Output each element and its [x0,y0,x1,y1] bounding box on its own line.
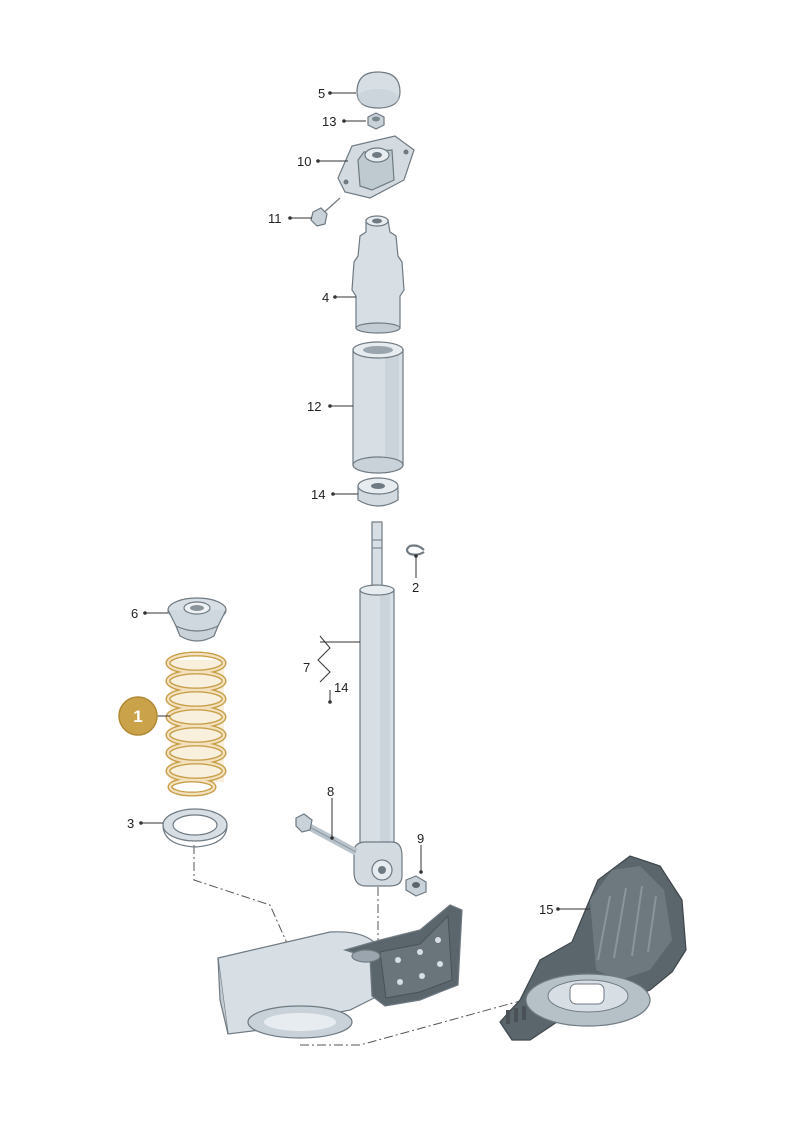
part-4-bump-stop [351,215,405,334]
callout-9: 9 [417,831,424,846]
part-14-spacer-ring [357,477,399,507]
part-11-bolt [310,197,341,227]
part-1-coil-spring [165,651,227,797]
part-10-strut-mount [337,135,415,199]
part-3-lower-spring-seat [162,808,228,848]
part-6-spring-seat [167,597,227,642]
callout-10: 10 [297,154,311,169]
callout-labels: 5 13 10 11 4 12 14 2 6 7 14 8 9 3 15 [127,86,553,917]
part-15-housing-liner [499,855,687,1041]
highlight-badge-1[interactable]: 1 [118,696,158,736]
callout-6: 6 [131,606,138,621]
rear-axle-beam [217,904,463,1039]
callout-14-absorber: 14 [334,680,348,695]
part-13-nut [367,112,385,130]
part-7-shock-absorber [353,521,403,887]
part-5-cap [356,71,401,109]
callout-11: 11 [268,211,282,226]
callout-5: 5 [318,86,325,101]
callout-leaders [139,91,590,911]
part-9-nut [405,875,427,897]
part-12-protective-tube [352,341,404,474]
callout-15: 15 [539,902,553,917]
callout-3: 3 [127,816,134,831]
callout-4: 4 [322,290,329,305]
badge-label: 1 [133,707,142,726]
part-2-circlip [405,544,425,556]
callout-13: 13 [322,114,336,129]
callout-14-spacer: 14 [311,487,325,502]
callout-7: 7 [303,660,310,675]
part-8-bolt [295,813,358,856]
callout-12: 12 [307,399,321,414]
callout-8: 8 [327,784,334,799]
callout-2: 2 [412,580,419,595]
